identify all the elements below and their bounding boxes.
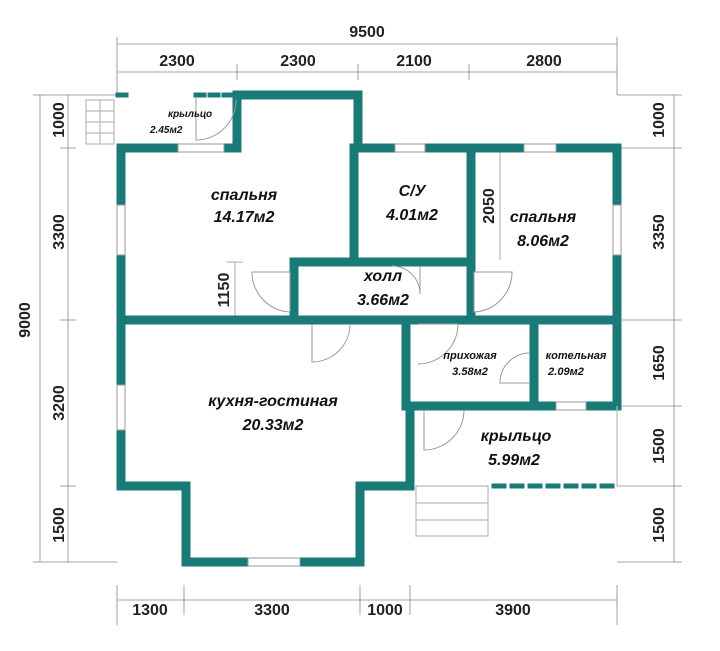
dim-bottom-4: 3900 [495, 602, 531, 619]
dim-left-4: 1500 [51, 507, 68, 543]
bedroom1-name: спальня [211, 187, 278, 204]
window-kitchen-left [116, 384, 126, 431]
bottom-dimensions: 1300 3300 1000 3900 [116, 585, 618, 625]
dim-bottom-2: 3300 [254, 602, 290, 619]
dim-left-1: 1000 [51, 102, 68, 138]
dim-bath-height: 2050 [481, 188, 498, 224]
porch-main-area: 5.99м2 [488, 452, 540, 469]
small-porch [85, 90, 242, 153]
main-porch [415, 406, 620, 537]
dim-top-3: 2100 [396, 53, 432, 70]
dim-right-4: 1500 [651, 428, 668, 464]
dim-hall-height: 1150 [216, 273, 233, 308]
dim-right-2: 3350 [651, 214, 668, 250]
porch-main-name: крыльцо [481, 428, 552, 445]
window-bedroom2-right [612, 204, 622, 256]
window-bedroom1-left [116, 204, 126, 256]
dim-bottom-3: 1000 [367, 602, 403, 619]
dim-top-total: 9500 [349, 24, 385, 41]
entrance-name: прихожая [443, 350, 497, 362]
bathroom-area: 4.01м2 [385, 207, 438, 224]
dim-left-3: 3200 [51, 385, 68, 421]
doors [251, 265, 531, 451]
boiler-area: 2.09м2 [547, 366, 584, 378]
bedroom2-name: спальня [510, 209, 577, 226]
inner-dimensions: 1150 2050 [216, 152, 501, 319]
dim-right-3: 1650 [651, 345, 668, 381]
dim-left-2: 3300 [51, 214, 68, 250]
kitchen-name: кухня-гостиная [208, 393, 338, 410]
left-dimensions: 9000 1000 3300 3200 1500 [17, 94, 117, 563]
dim-bottom-1: 1300 [132, 602, 168, 619]
walls [116, 90, 622, 567]
bedroom2-area: 8.06м2 [517, 233, 569, 250]
dim-top-4: 2800 [526, 53, 562, 70]
bathroom-name: С/У [399, 183, 427, 200]
dim-top-2: 2300 [280, 53, 316, 70]
bedroom1-area: 14.17м2 [214, 209, 275, 226]
window-bath-top [394, 143, 426, 153]
window-kitchen-bottom [247, 557, 301, 567]
windows [116, 143, 622, 567]
boiler-name: котельная [546, 350, 607, 362]
dim-left-total: 9000 [17, 302, 34, 338]
dim-right-5: 1500 [651, 507, 668, 543]
room-labels: крыльцо 2.45м2 спальня 14.17м2 С/У 4.01м… [149, 109, 607, 469]
dim-top-1: 2300 [159, 53, 195, 70]
porch-small-area: 2.45м2 [149, 125, 183, 136]
entrance-area: 3.58м2 [452, 366, 488, 378]
window-bedroom2-top [523, 143, 557, 153]
top-dimensions: 9500 2300 2300 2100 2800 [116, 24, 618, 95]
right-dimensions: 1000 3350 1650 1500 1500 [617, 94, 682, 563]
window-boiler-bottom [555, 401, 587, 411]
kitchen-area: 20.33м2 [242, 417, 304, 434]
window-bedroom1-top [177, 143, 225, 153]
hall-name: холл [363, 268, 402, 285]
hall-area: 3.66м2 [357, 292, 409, 309]
porch-small-name: крыльцо [168, 109, 212, 120]
dim-right-1: 1000 [651, 102, 668, 138]
